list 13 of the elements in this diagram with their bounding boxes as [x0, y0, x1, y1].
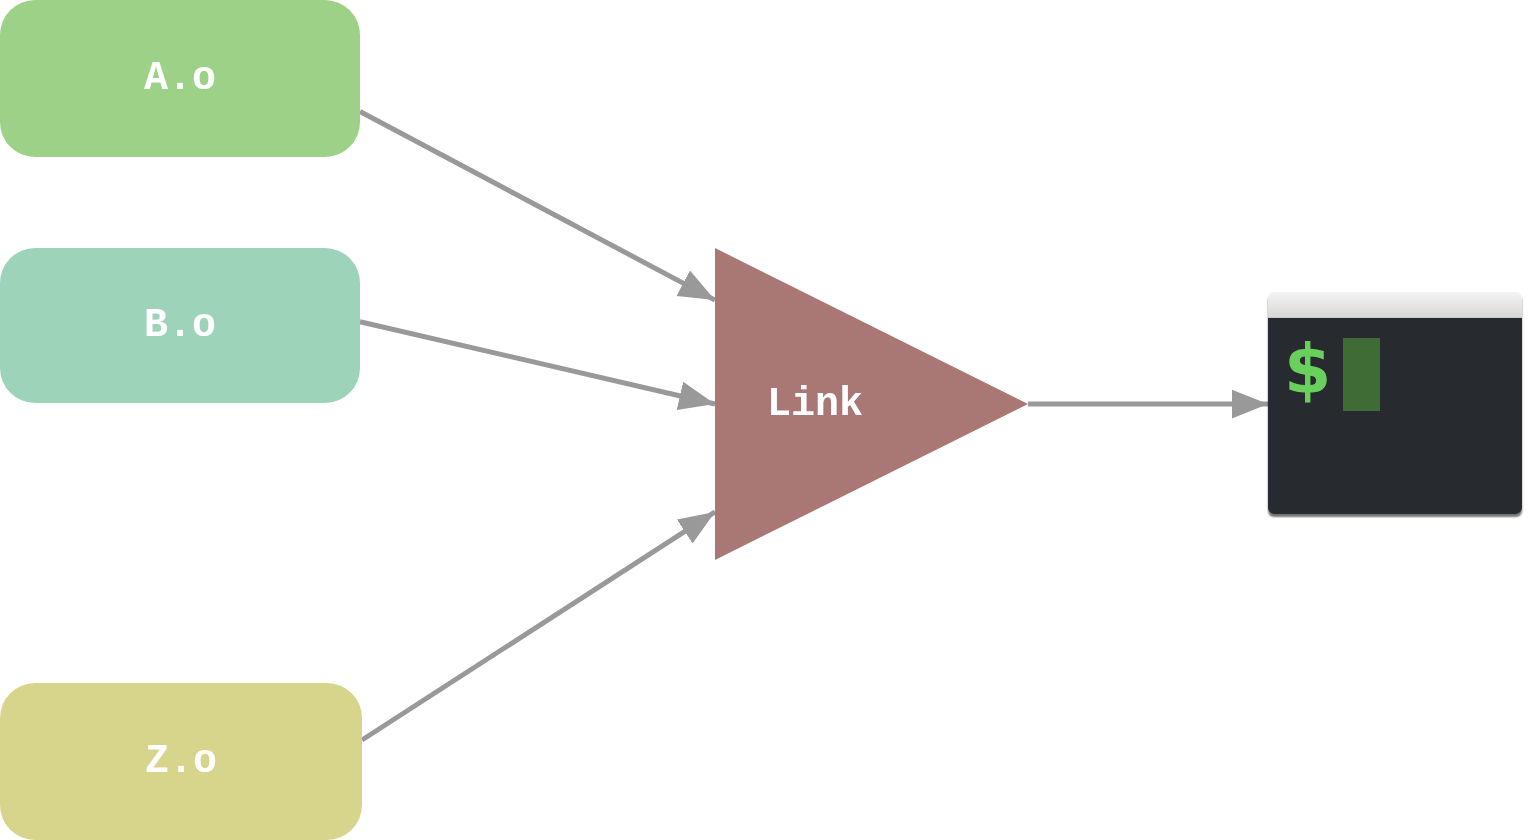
object-file-box [0, 0, 360, 157]
arrow [358, 109, 717, 303]
terminal-window [1268, 292, 1522, 514]
arrow [1028, 389, 1268, 419]
file-name: Z.o [145, 739, 217, 784]
prompt-symbol: $ [1284, 330, 1332, 410]
linker-label: Link [767, 382, 863, 427]
file-name: B.o [144, 303, 216, 348]
object-file-box [0, 683, 362, 840]
arrow [360, 509, 717, 743]
arrow [359, 319, 716, 410]
file-name: A.o [144, 56, 216, 101]
object-file-box [0, 248, 360, 403]
